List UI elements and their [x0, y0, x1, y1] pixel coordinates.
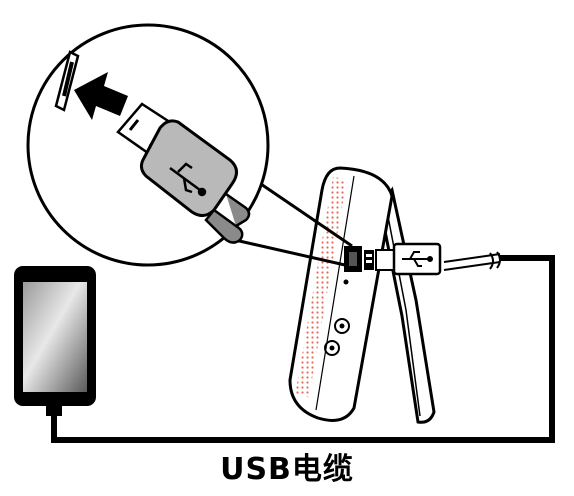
smartphone	[14, 266, 96, 416]
speaker-body	[288, 166, 394, 422]
usb-cable	[51, 251, 555, 443]
usb-port-icon	[54, 50, 80, 112]
zoom-circle	[26, 23, 270, 267]
cable-caption: USB电缆	[220, 452, 354, 487]
speaker-controls	[324, 279, 350, 356]
speaker-usb-port	[344, 246, 374, 272]
usb-plug-zoomed	[116, 102, 251, 244]
usb-plug-speaker	[375, 242, 442, 276]
zoom-callout-pointer	[234, 178, 353, 267]
usb-symbol-icon	[169, 162, 207, 197]
usb-symbol-icon	[402, 251, 433, 267]
insert-arrow-icon	[74, 72, 128, 120]
